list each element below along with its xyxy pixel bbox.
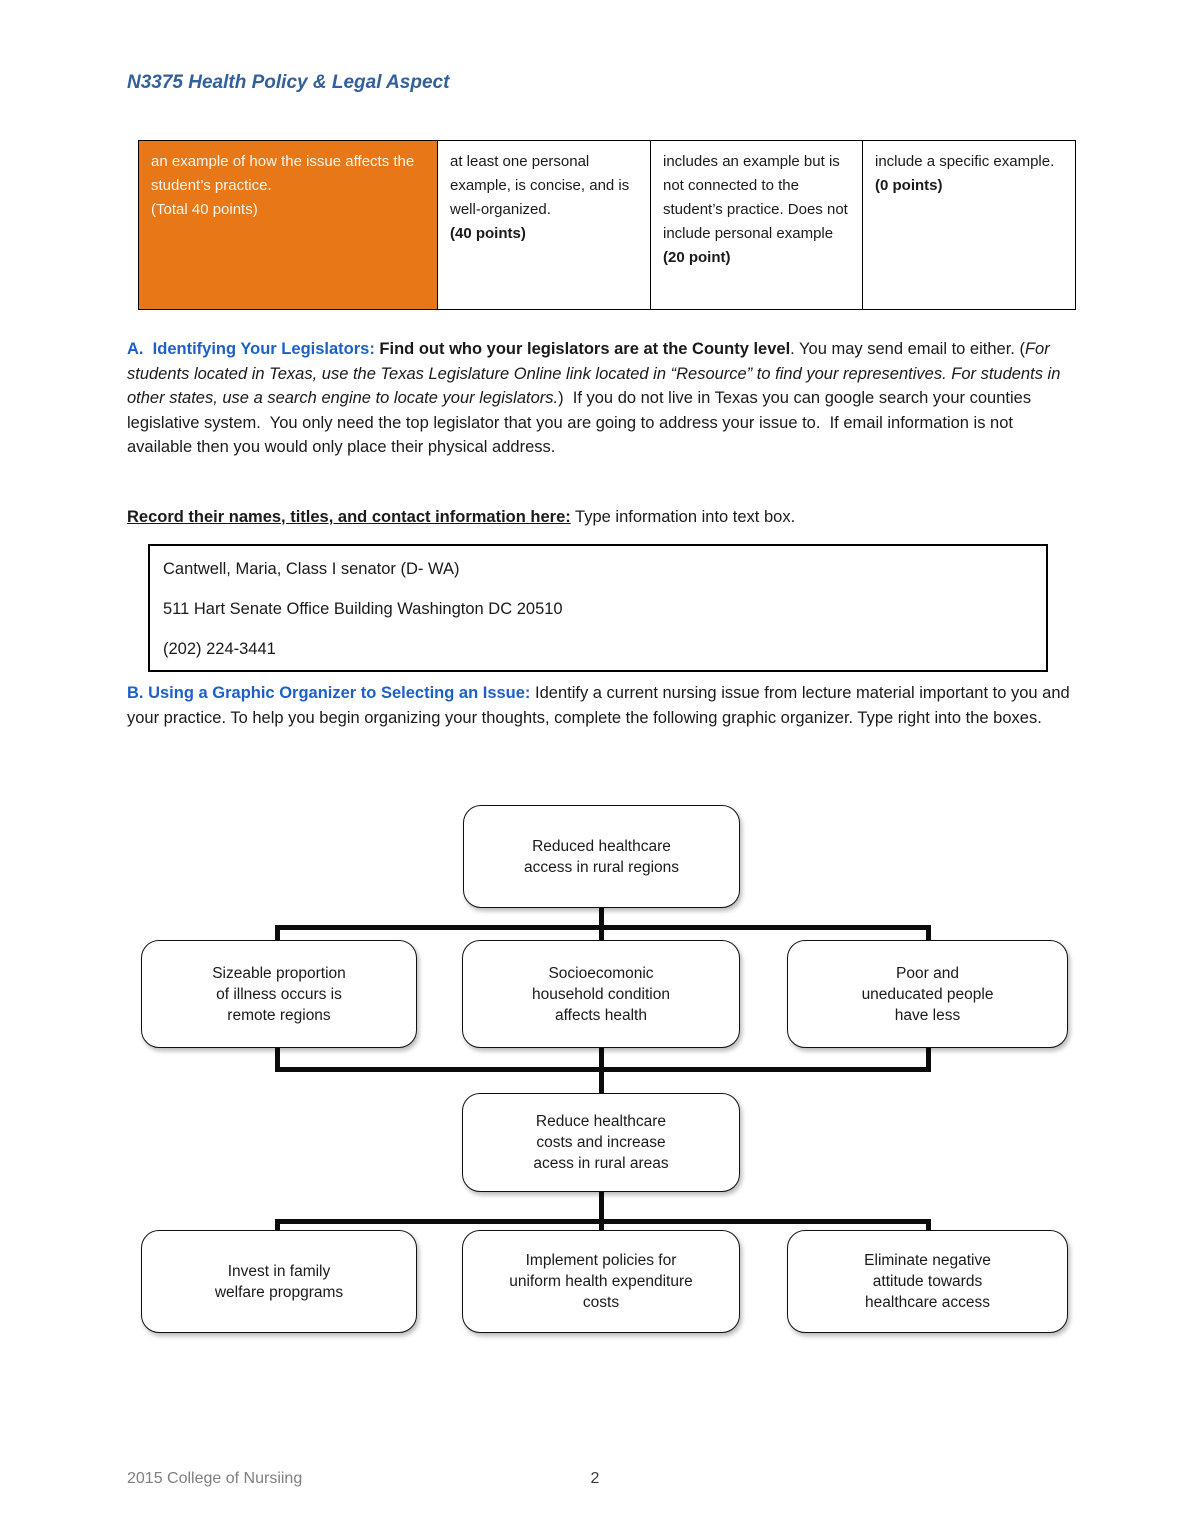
record-instruction-rest: Type information into text box.	[570, 508, 796, 526]
organizer-cause-left-box[interactable]: Sizeable proportion of illness occurs is…	[141, 940, 417, 1048]
rubric-cell-criteria-text: an example of how the issue affects the …	[151, 153, 415, 194]
connector-bottom-horizontal-bar	[275, 1219, 931, 1224]
connector-mid-rise-left	[275, 1046, 280, 1072]
section-b-text: Identify a current nursing issue from le…	[127, 684, 1075, 727]
record-instruction-label: Record their names, titles, and contact …	[127, 508, 571, 526]
organizer-issue-box[interactable]: Reduced healthcare access in rural regio…	[463, 805, 740, 908]
connector-bottom-drop-right	[926, 1219, 931, 1232]
page-number: 2	[590, 1470, 600, 1487]
rubric-cell-partial-credit-text: includes an example but is not connected…	[663, 153, 848, 242]
section-b-paragraph: B. Using a Graphic Organizer to Selectin…	[127, 681, 1079, 730]
rubric-cell-criteria-points: (Total 40 points)	[151, 201, 258, 218]
section-a-paragraph: A. Identifying Your Legislators: Find ou…	[127, 337, 1067, 460]
footer-text: 2015 College of Nursiing	[127, 1470, 303, 1487]
section-a-text-2: ) If you do not live in Texas you can go…	[127, 389, 1036, 456]
connector-bottom-vertical	[599, 1190, 604, 1232]
connector-top-vertical	[599, 906, 604, 942]
organizer-action-center-box[interactable]: Implement policies for uniform health ex…	[462, 1230, 740, 1333]
rubric-cell-criteria: an example of how the issue affects the …	[139, 141, 437, 309]
organizer-cause-right-box[interactable]: Poor and uneducated people have less	[787, 940, 1068, 1048]
legislator-phone-line: (202) 224-3441	[163, 640, 276, 658]
connector-bottom-drop-left	[275, 1219, 280, 1232]
section-a-italic-note: For students located in Texas, use the T…	[127, 340, 1065, 407]
section-a-heading: A. Identifying Your Legislators:	[127, 340, 380, 358]
legislator-name-line: Cantwell, Maria, Class I senator (D- WA)	[163, 560, 460, 578]
organizer-action-right-box[interactable]: Eliminate negative attitude towards heal…	[787, 1230, 1068, 1333]
connector-mid-rise-center	[599, 1046, 604, 1072]
rubric-cell-full-credit-text: at least one personal example, is concis…	[450, 153, 630, 218]
organizer-goal-box[interactable]: Reduce healthcare costs and increase ace…	[462, 1093, 740, 1192]
rubric-cell-full-credit-points: (40 points)	[450, 225, 526, 242]
rubric-cell-no-credit: include a specific example. (0 points)	[862, 141, 1075, 309]
connector-top-horizontal-bar	[275, 925, 931, 930]
section-a-bold-lead: Find out who your legislators are at the…	[379, 340, 791, 358]
organizer-cause-center-box[interactable]: Socioecomonic household condition affect…	[462, 940, 740, 1048]
section-b-heading: B. Using a Graphic Organizer to Selectin…	[127, 684, 536, 702]
connector-top-drop-left	[275, 925, 280, 942]
legislator-contact-textbox[interactable]: Cantwell, Maria, Class I senator (D- WA)…	[148, 544, 1048, 672]
rubric-table: an example of how the issue affects the …	[138, 140, 1076, 310]
connector-top-drop-right	[926, 925, 931, 942]
rubric-cell-no-credit-points: (0 points)	[875, 177, 943, 194]
rubric-cell-no-credit-text: include a specific example.	[875, 153, 1055, 170]
rubric-cell-partial-credit-points: (20 point)	[663, 249, 731, 266]
connector-mid-rise-right	[926, 1046, 931, 1072]
connector-mid-vertical-down	[599, 1067, 604, 1095]
organizer-action-left-box[interactable]: Invest in family welfare propgrams	[141, 1230, 417, 1333]
rubric-cell-full-credit: at least one personal example, is concis…	[437, 141, 650, 309]
rubric-cell-partial-credit: includes an example but is not connected…	[650, 141, 862, 309]
page-title: N3375 Health Policy & Legal Aspect	[127, 72, 450, 93]
section-a-text-1: . You may send email to either. (	[790, 340, 1025, 358]
legislator-address-line: 511 Hart Senate Office Building Washingt…	[163, 600, 563, 618]
record-instruction-line: Record their names, titles, and contact …	[127, 505, 1067, 530]
